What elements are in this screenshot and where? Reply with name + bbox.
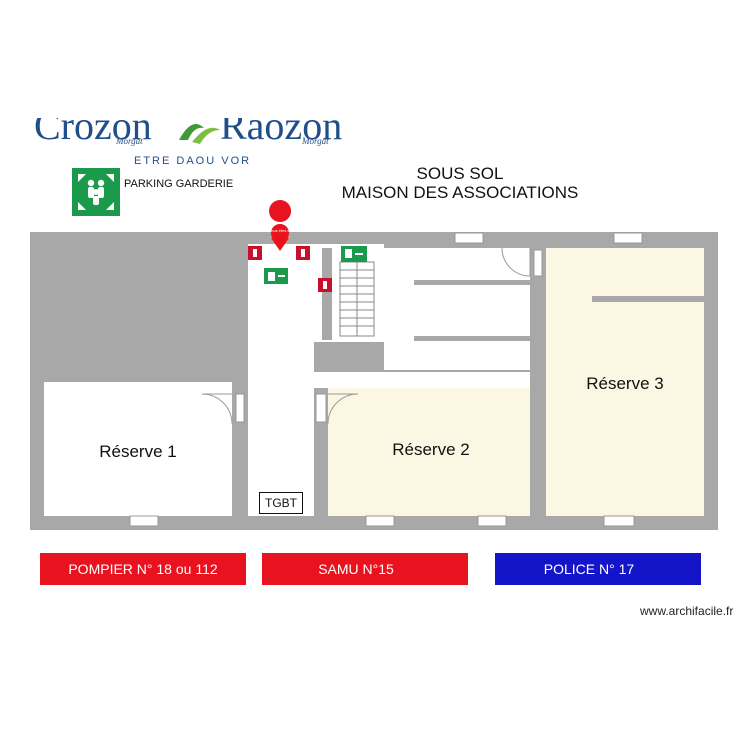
reserve-3-room [546, 248, 704, 516]
reserve-3-label: Réserve 3 [586, 374, 664, 393]
emergency-exit-sign-icon [341, 246, 367, 262]
you-are-here-label: Vous êtes ici [268, 228, 292, 233]
logo-emblem-icon [179, 124, 220, 144]
staircase [339, 261, 375, 337]
banner-pompier: POMPIER N° 18 ou 112 [40, 553, 246, 585]
fire-extinguisher-icon [248, 246, 262, 260]
plan-title-line1: SOUS SOL [416, 164, 504, 183]
logo-word-crozon: Crozon [34, 118, 152, 148]
assembly-point-label: PARKING GARDERIE [124, 178, 234, 190]
logo-word-raozon: Raozon [220, 118, 343, 148]
credit-text: www.archifacile.fr [640, 604, 734, 618]
plan-title-line2: MAISON DES ASSOCIATIONS [341, 183, 579, 202]
reserve-2-label: Réserve 2 [392, 440, 470, 459]
logo-sub-left: Morgat [116, 136, 143, 146]
reserve-1-label: Réserve 1 [99, 442, 177, 461]
reserve-1-room [44, 382, 232, 516]
banner-police-label: POLICE N° 17 [543, 561, 635, 577]
partition-reserve-3 [592, 296, 704, 302]
reserve-2-room [328, 388, 530, 516]
fire-extinguisher-icon [296, 246, 310, 260]
assembly-point-icon [72, 168, 120, 216]
banner-samu-label: SAMU N°15 [318, 561, 394, 577]
fire-extinguisher-icon [318, 278, 332, 292]
banner-samu: SAMU N°15 [262, 553, 468, 585]
corridor [248, 244, 314, 516]
windows [129, 232, 643, 527]
emergency-exit-sign-icon [264, 268, 288, 284]
doors [201, 247, 543, 425]
partition-lower [414, 336, 530, 341]
tgbt-panel-label: TGBT [259, 492, 303, 514]
location-pin-icon [269, 200, 292, 251]
banner-pompier-label: POMPIER N° 18 ou 112 [68, 561, 218, 577]
logo-sub-right: Morgat [302, 136, 329, 146]
banner-police: POLICE N° 17 [495, 553, 701, 585]
logo: Crozon Morgat Raozon Morgat ETRE DAOU VO… [24, 118, 358, 174]
central-hall [384, 248, 530, 370]
logo-tagline: ETRE DAOU VOR [134, 155, 252, 167]
partition-upper [414, 280, 530, 285]
